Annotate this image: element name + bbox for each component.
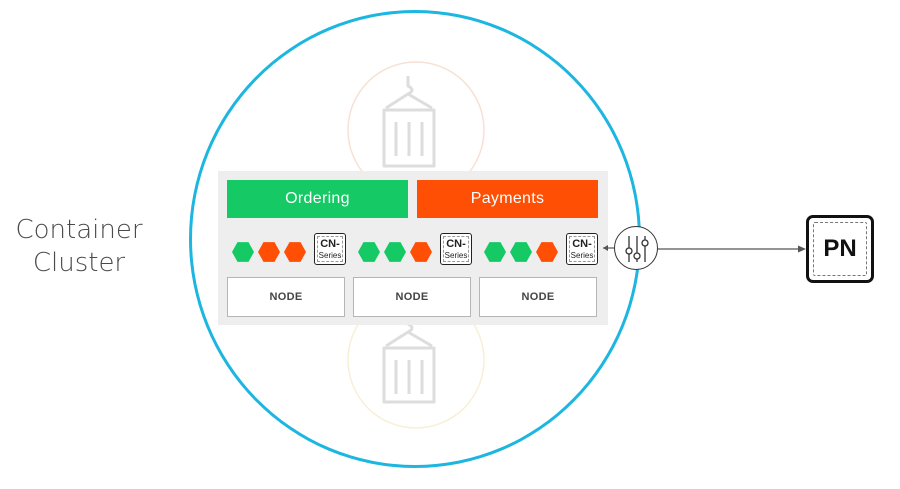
pod-green xyxy=(384,242,406,262)
pod-green xyxy=(232,242,254,262)
cn-sublabel: Series xyxy=(318,251,342,260)
pn-label: PN xyxy=(823,235,857,262)
cluster-label-line-1: Container xyxy=(15,215,143,245)
policy-sliders-icon xyxy=(625,236,649,262)
policy-to-pn-arrow xyxy=(658,245,806,253)
node-box: NODE xyxy=(227,277,345,317)
pod-green xyxy=(510,242,532,262)
pod-red xyxy=(258,242,280,262)
container-cluster-label: Container Cluster xyxy=(0,214,158,280)
app-ordering: Ordering xyxy=(227,180,408,218)
app-payments: Payments xyxy=(417,180,598,218)
cn-sublabel: Series xyxy=(570,251,594,260)
connector-arrow xyxy=(603,245,616,251)
cn-sublabel: Series xyxy=(444,251,468,260)
pod-group: CN- Series xyxy=(354,233,472,267)
cn-label: CN- xyxy=(446,238,466,250)
cluster-panel: Ordering Payments CN- Series CN- Series … xyxy=(218,171,608,325)
pn-box: PN xyxy=(806,215,874,283)
cn-series-icon: CN- Series xyxy=(314,233,346,265)
node-box: NODE xyxy=(479,277,597,317)
cn-label: CN- xyxy=(572,238,592,250)
cn-series-icon: CN- Series xyxy=(440,233,472,265)
pod-group: CN- Series xyxy=(480,233,598,267)
cn-label: CN- xyxy=(320,238,340,250)
pod-red xyxy=(284,242,306,262)
pod-red xyxy=(410,242,432,262)
cn-series-icon: CN- Series xyxy=(566,233,598,265)
pod-group: CN- Series xyxy=(228,233,346,267)
policy-node xyxy=(614,226,658,270)
pod-red xyxy=(536,242,558,262)
pod-green xyxy=(358,242,380,262)
pod-green xyxy=(484,242,506,262)
node-box: NODE xyxy=(353,277,471,317)
cluster-label-line-2: Cluster xyxy=(32,248,126,278)
